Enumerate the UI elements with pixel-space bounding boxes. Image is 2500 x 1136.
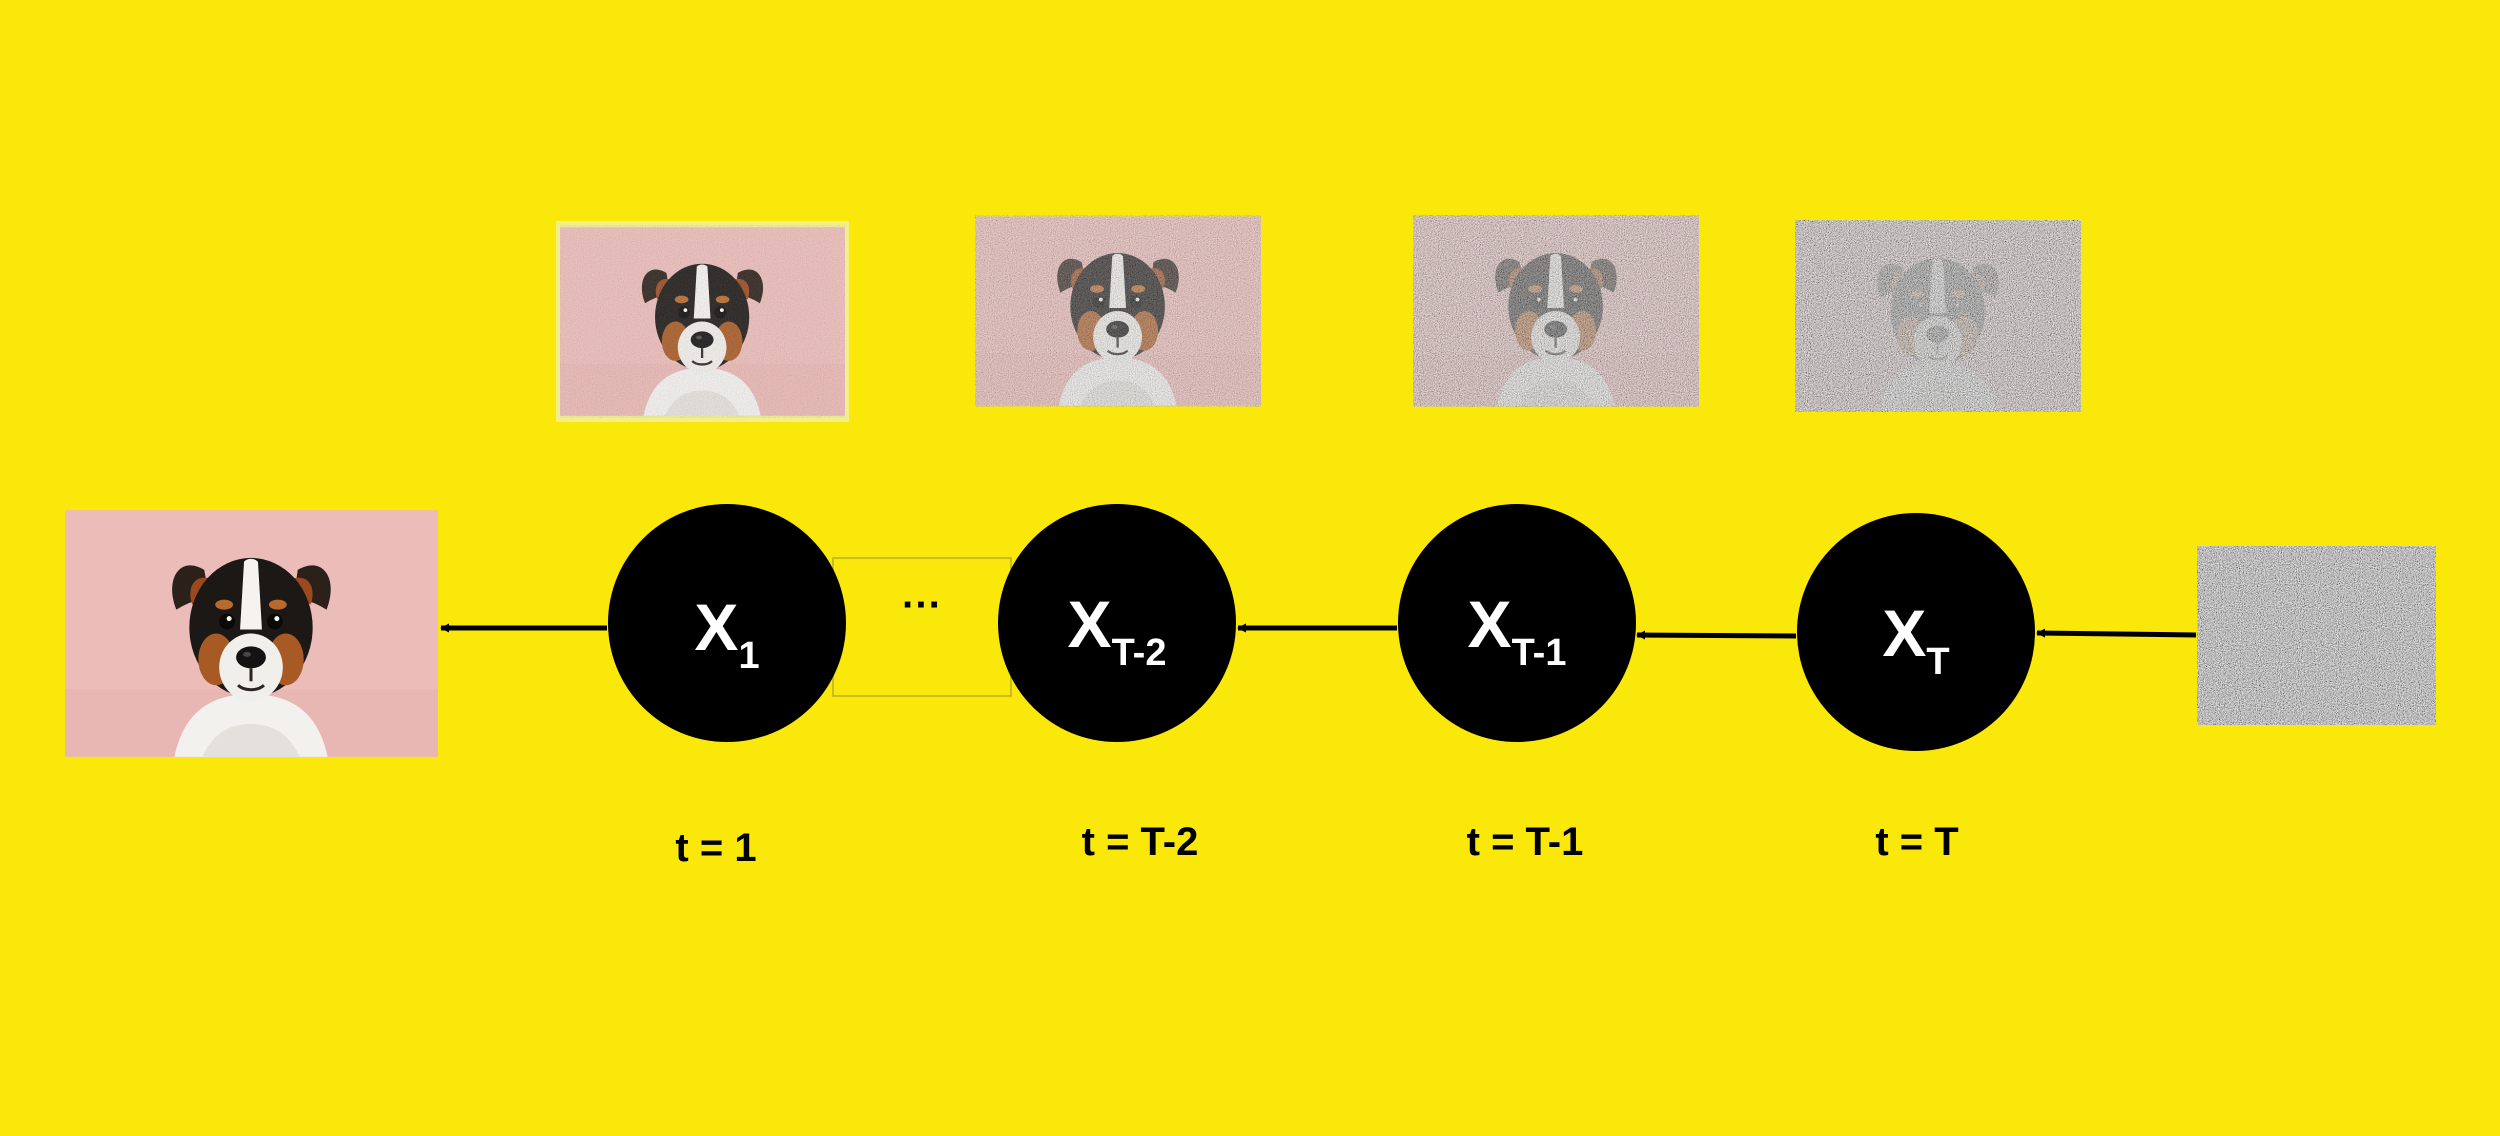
node-main-label: X	[1068, 587, 1112, 661]
svg-text:XT-2: XT-2	[1068, 587, 1167, 674]
svg-text:X1: X1	[694, 590, 759, 677]
arrow-noise-to-xT	[2036, 628, 2197, 638]
node-circle	[1797, 513, 2035, 751]
node-xT-2: XT-2	[998, 504, 1236, 742]
node-subscript: T	[1926, 641, 1949, 683]
node-xT-1: XT-1	[1398, 504, 1636, 742]
node-x1: X1	[608, 504, 846, 742]
node-circle	[608, 504, 846, 742]
node-main-label: X	[694, 590, 738, 664]
node-circle	[998, 504, 1236, 742]
clean-dog-image	[65, 510, 438, 757]
timestep-label-t-T-1: t = T-1	[1467, 820, 1584, 864]
node-subscript: T-1	[1512, 632, 1567, 674]
timestep-label-t-1: t = 1	[675, 826, 756, 870]
node-circle	[1398, 504, 1636, 742]
node-subscript: T-2	[1112, 632, 1167, 674]
node-main-label: X	[1468, 587, 1512, 661]
arrow-xT-to-xT-1	[1636, 630, 1797, 640]
node-main-label: X	[1882, 596, 1926, 670]
svg-text:XT: XT	[1882, 596, 1949, 683]
noisy-dog-image-step-1	[556, 221, 849, 422]
node-subscript: 1	[738, 635, 759, 677]
svg-text:XT-1: XT-1	[1468, 587, 1567, 674]
ellipsis-text: ···	[902, 583, 942, 627]
timestep-label-t-T: t = T	[1875, 820, 1958, 864]
pure-noise-image	[2197, 546, 2436, 725]
timestep-label-t-T-2: t = T-2	[1082, 820, 1199, 864]
noisy-dog-image-step-T-2	[975, 215, 1261, 407]
node-xT: XT	[1797, 513, 2035, 751]
noisy-dog-image-step-T	[1795, 220, 2081, 412]
noisy-dog-image-step-T-1	[1413, 215, 1699, 407]
